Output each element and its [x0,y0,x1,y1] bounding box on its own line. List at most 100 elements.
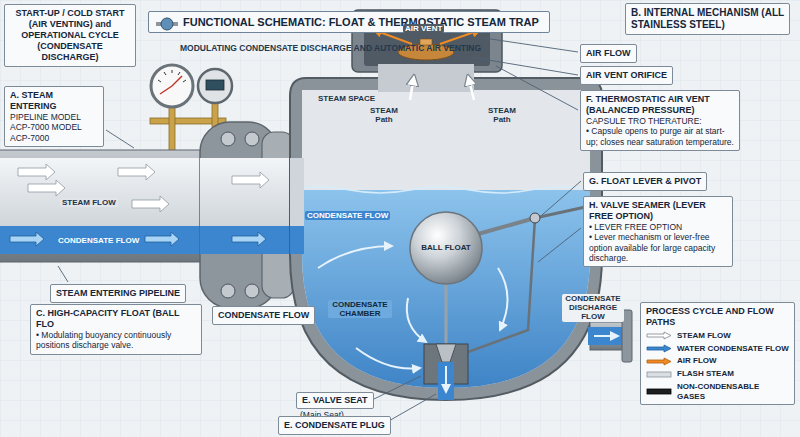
legend-row: AIR FLOW [646,356,789,366]
steam-arrows-part [118,164,155,180]
callout-text: • Modulating buoyancy continuously posit… [36,330,196,351]
leader-lines-part [538,228,581,262]
steam-arrows-part [232,172,269,188]
callout-heading: STEAM ENTERING PIPELINE [56,288,180,299]
callout-box: C. HIGH-CAPACITY FLOAT (BALL FLO• Modula… [30,304,202,355]
trap-body [290,78,610,400]
gauge-assembly-part [160,76,182,94]
leader-lines-part [106,130,134,148]
callout-heading: B. INTERNAL MECHANISM (ALL STAINLESS STE… [631,7,784,31]
float-and-lever [410,206,590,352]
part-label: CONDENSATE CHAMBER [328,300,392,318]
callout-heading: CONDENSATE FLOW [218,310,309,321]
valve-seat-part [436,344,456,362]
legend-text: NON-CONDENSABLE GASES [677,382,789,402]
callout-heading: E. VALVE SEAT [296,392,374,409]
section-box: B. INTERNAL MECHANISM (ALL STAINLESS STE… [625,3,790,35]
legend-sample [646,370,672,379]
pipe-flange-part [245,284,259,298]
callout-text: PIPELINE MODEL ACP-7000 MODEL ACP-7000 [10,112,98,143]
flow-label: CONDENSATE DISCHARGE FLOW [562,294,624,322]
callout-text: • LEVER FREE OPTION [589,222,727,232]
water-flow-arrows-part [318,246,392,268]
title-icon-body [161,18,173,30]
legend-bar [647,389,671,394]
cycle-box: START-UP / COLD START (AIR VENTING) and … [4,4,136,67]
legend-sample [646,331,672,340]
callout-box: F. THERMOSTATIC AIR VENT (BALANCED PRESS… [580,90,740,151]
subtitle: MODULATING CONDENSATE DISCHARGE AND AUTO… [178,44,483,54]
legend-arrow [647,332,671,339]
callout-box: CONDENSATE FLOW [212,306,315,325]
steam-arrows-part [10,232,44,246]
callout-heading: E. CONDENSATE PLUG [284,420,385,431]
legend-sample [646,387,672,396]
gauge-assembly-part [158,70,186,82]
trap-body-part [290,158,304,254]
float-and-lever-part [535,206,590,218]
callout-heading: C. HIGH-CAPACITY FLOAT (BALL FLO [36,308,196,330]
inlet-pipe-part [0,150,218,262]
float-and-lever-part [410,212,482,284]
legend-sample [646,357,672,366]
steam-arrows-part [145,232,179,246]
float-and-lever-part [445,284,448,344]
pipe-flange-part [200,158,304,226]
legend-arrow [647,358,671,365]
water-flow-arrows-part [356,348,420,369]
float-and-lever-part [478,218,535,234]
callout-heading: AIR FLOW [586,48,631,59]
leader-lines-part [542,181,581,215]
legend-text: STEAM FLOW [677,331,731,341]
flow-label: CONDENSATE FLOW [305,211,390,220]
steam-arrows-part [28,180,65,196]
gauge-assembly-part [206,80,224,90]
gauge-assembly-part [198,69,232,103]
outlet-pipe-part [594,335,618,337]
callout-text: • Capsule opens to purge air at start-up… [586,126,734,147]
callout-text: • Lever mechanism or lever-free option a… [589,232,727,263]
path-label: STEAM Path [484,106,520,124]
callout-heading: F. THERMOSTATIC AIR VENT (BALANCED PRESS… [586,94,734,116]
legend-row: STEAM FLOW [646,331,789,341]
air-vent-cap-part [410,76,414,100]
callout-heading: H. VALVE SEAMER (LEVER FREE OPTION) [589,200,727,222]
leader-lines-part [496,66,578,110]
air-vent-cap-part [378,64,474,74]
leader-lines [58,38,581,426]
valve-seat-part [445,366,447,392]
legend-row: FLASH STEAM [646,369,789,379]
steam-arrows-part [132,196,169,212]
legend-sample [646,344,672,353]
pipe-flange [200,122,304,308]
legend-box: PROCESS CYCLE AND FLOW PATHSSTEAM FLOWWA… [640,302,795,405]
float-and-lever-part [530,213,540,223]
title-box: FUNCTIONAL SCHEMATIC: FLOAT & THERMOSTAT… [148,11,550,33]
diagram-title: FUNCTIONAL SCHEMATIC: FLOAT & THERMOSTAT… [183,16,539,28]
water-flow-arrows-part [498,268,508,330]
inlet-pipe [0,150,218,262]
valve-seat-part [438,362,454,400]
legend-row: NON-CONDENSABLE GASES [646,382,789,402]
pipe-flange-part [221,132,235,146]
title-icon [156,17,178,31]
part-label: STEAM SPACE [316,94,377,103]
leader-lines-part [374,376,421,399]
outlet-pipe-part [588,327,626,345]
callout-box: A. STEAM ENTERINGPIPELINE MODEL ACP-7000… [4,86,104,147]
flow-label: STEAM FLOW [60,198,118,207]
callout-box: AIR FLOW [580,44,637,63]
leader-lines-part [484,38,578,52]
steam-arrows [10,164,269,246]
callout-box: H. VALVE SEAMER (LEVER FREE OPTION)• LEV… [583,196,733,267]
legend-bar [647,372,671,377]
water-flow-arrows-part [407,298,426,342]
leader-lines-part [58,266,68,282]
part-label: AIR VENT [403,24,444,33]
inlet-pipe-part [0,226,218,254]
pipe-flange-part [200,226,304,254]
callout-heading: START-UP / COLD START (AIR VENTING) and … [10,8,130,63]
callout-heading: AIR VENT ORIFICE [586,70,667,81]
air-vent-cap-part [468,76,474,100]
